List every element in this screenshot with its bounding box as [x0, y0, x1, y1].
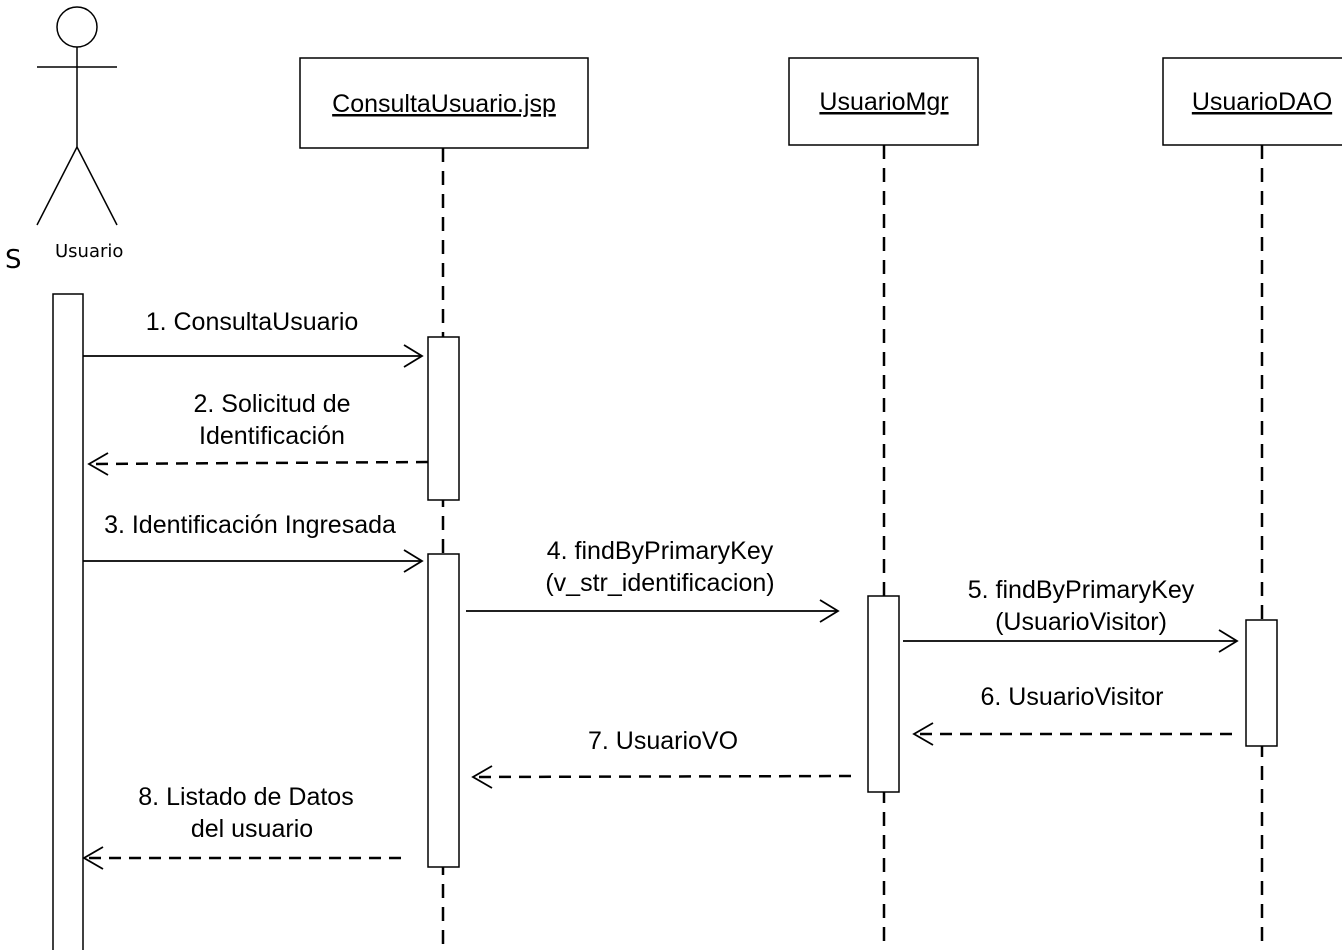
message-3-arrowhead-icon: [403, 549, 424, 573]
participant-jsp-label: ConsultaUsuario.jsp: [332, 90, 556, 118]
message-4-label-line-1: 4. findByPrimaryKey: [547, 537, 774, 565]
actor-left-leg: [36, 146, 78, 226]
participant-dao-box: [1162, 57, 1342, 146]
message-7-arrowhead-icon: [471, 765, 493, 789]
activation-mgr: [867, 595, 900, 793]
message-2-line: [88, 460, 429, 466]
actor-head-icon: [56, 6, 98, 48]
message-5-arrowhead-icon: [1218, 629, 1239, 653]
participant-dao-label: UsuarioDAO: [1192, 88, 1332, 116]
message-2-arrowhead-icon: [87, 452, 109, 476]
participant-mgr-label: UsuarioMgr: [819, 88, 948, 116]
participant-jsp-box: [299, 57, 589, 149]
message-6-label: 6. UsuarioVisitor: [981, 683, 1164, 711]
message-5-label-line-2: (UsuarioVisitor): [995, 608, 1167, 636]
message-5-label-line-1: 5. findByPrimaryKey: [968, 576, 1195, 604]
message-7-line: [472, 774, 852, 779]
message-1-label: 1. ConsultaUsuario: [146, 308, 359, 336]
message-1-arrowhead-icon: [403, 344, 424, 368]
message-3-label: 3. Identificación Ingresada: [104, 511, 396, 539]
actor-right-leg: [76, 146, 118, 226]
participant-jsp[interactable]: ConsultaUsuario.jsp: [299, 57, 589, 149]
participant-mgr-box: [788, 57, 979, 146]
participant-dao[interactable]: UsuarioDAO: [1162, 57, 1342, 146]
message-8-arrowhead-icon: [82, 846, 104, 870]
message-2-label-line-1: 2. Solicitud de: [193, 390, 350, 418]
message-7-label: 7. UsuarioVO: [588, 727, 738, 755]
actor-label: Usuario: [55, 241, 123, 262]
message-6-arrowhead-icon: [912, 722, 934, 746]
message-8-label-line-1: 8. Listado de Datos: [138, 783, 353, 811]
participant-mgr[interactable]: UsuarioMgr: [788, 57, 979, 146]
message-8-label-line-2: del usuario: [191, 815, 313, 843]
stray-glyph: S: [5, 245, 22, 275]
activation-jsp-2: [427, 553, 460, 868]
activation-jsp-1: [427, 336, 460, 501]
message-2-label-line-2: Identificación: [199, 422, 345, 450]
message-4-arrowhead-icon: [819, 599, 840, 623]
actor-activation-bar: [52, 293, 84, 950]
actor-usuario[interactable]: [36, 6, 118, 226]
activation-dao: [1245, 619, 1278, 747]
message-4-label-line-2: (v_str_identificacion): [545, 569, 774, 597]
